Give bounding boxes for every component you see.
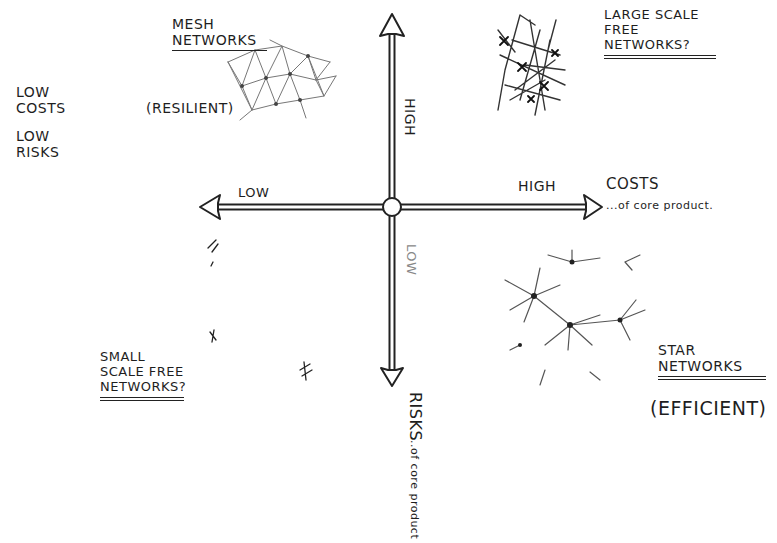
cross-marks (500, 37, 558, 102)
axis-label: HIGH (402, 98, 418, 136)
scale-free-network (498, 15, 565, 115)
quadrant-note: LOW RISKS (16, 128, 76, 160)
origin-circle (383, 198, 401, 216)
axis-subtitle: ...of core product (407, 436, 420, 539)
axis-subtitle: ...of core product. (606, 200, 713, 213)
axis-label: HIGH (518, 178, 556, 194)
axis-label: LOW (403, 244, 418, 275)
section-heading: STAR NETWORKS (658, 342, 766, 380)
mesh-nodes (240, 54, 310, 106)
axis-outline (215, 30, 588, 372)
axis-title: COSTS (606, 176, 659, 193)
axis-inner (215, 30, 588, 372)
arrow-head (584, 195, 602, 219)
section-heading: LARGE SCALE FREE NETWORKS? (604, 8, 716, 59)
quality-note: (RESILIENT) (146, 100, 234, 116)
arrow-head (380, 14, 404, 36)
axis-title: RISKS (406, 392, 424, 441)
quadrant-note: LOW COSTS (16, 84, 76, 116)
section-heading: SMALL SCALE FREE NETWORKS? (100, 350, 184, 401)
star-hubs (518, 260, 623, 348)
arrow-head (200, 195, 220, 219)
arrow-head (381, 368, 403, 386)
star-network (505, 250, 645, 385)
mesh-network (228, 40, 336, 120)
axis-label: LOW (238, 186, 269, 201)
quality-note: (EFFICIENT) (650, 398, 767, 420)
small-network-marks (208, 240, 312, 380)
section-heading: MESH NETWORKS (172, 16, 267, 51)
